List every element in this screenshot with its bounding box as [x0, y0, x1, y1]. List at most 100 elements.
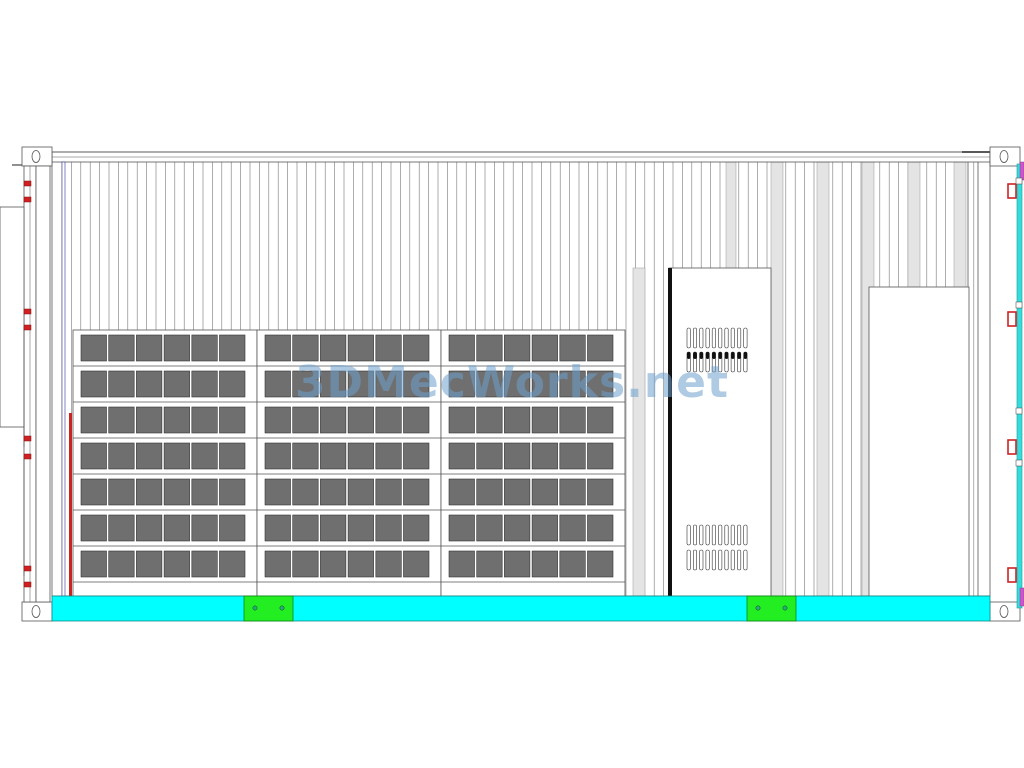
panel-box: [868, 286, 970, 597]
battery-module: [559, 514, 586, 542]
battery-module: [448, 442, 475, 470]
battery-module: [476, 550, 503, 578]
forklift-pocket: [746, 595, 797, 622]
battery-module: [375, 478, 402, 506]
cabinet-body: [668, 267, 772, 597]
vent-slot: [686, 524, 691, 546]
hinge: [1007, 311, 1017, 327]
battery-module: [80, 442, 107, 470]
pocket-bolt: [252, 605, 258, 611]
battery-module: [191, 442, 218, 470]
battery-racks: [69, 329, 626, 597]
battery-module: [375, 406, 402, 434]
corner-casting-hole: [31, 150, 41, 163]
battery-module: [587, 550, 614, 578]
hinge: [1007, 567, 1017, 583]
vent-slot-dark: [743, 352, 748, 359]
door-lock-keeper: [1015, 177, 1023, 185]
battery-module: [531, 514, 558, 542]
battery-module: [264, 406, 291, 434]
battery-module: [587, 514, 614, 542]
battery-module: [559, 550, 586, 578]
battery-module: [108, 478, 135, 506]
battery-module: [80, 406, 107, 434]
battery-module: [403, 334, 430, 362]
vent-slot-dark: [718, 352, 722, 359]
corner-casting-hole: [999, 150, 1009, 163]
battery-module: [375, 334, 402, 362]
battery-module: [219, 550, 246, 578]
battery-module: [448, 550, 475, 578]
forklift-pocket: [243, 595, 294, 622]
door-post: [35, 165, 51, 603]
battery-module: [264, 478, 291, 506]
battery-module: [347, 514, 374, 542]
vent-slot-dark: [712, 352, 716, 359]
pocket-bolt: [279, 605, 285, 611]
battery-module: [476, 406, 503, 434]
battery-module: [136, 514, 163, 542]
battery-module: [292, 334, 319, 362]
inner-post: [61, 161, 66, 597]
battery-module: [264, 442, 291, 470]
battery-module: [219, 442, 246, 470]
vent-slot-dark: [705, 352, 710, 359]
battery-module: [320, 406, 347, 434]
battery-module: [587, 334, 614, 362]
battery-module: [163, 406, 190, 434]
battery-module: [587, 406, 614, 434]
vent-slot-dark: [737, 352, 741, 359]
vent-slot: [730, 549, 735, 571]
battery-module: [320, 334, 347, 362]
battery-module: [136, 550, 163, 578]
battery-module: [163, 334, 190, 362]
battery-module: [163, 478, 190, 506]
hinge: [23, 196, 32, 203]
vent-slot: [718, 327, 723, 349]
battery-module: [191, 370, 218, 398]
battery-module: [80, 550, 107, 578]
battery-module: [559, 478, 586, 506]
battery-module: [136, 442, 163, 470]
door-lock-keeper: [1015, 407, 1023, 415]
battery-module: [476, 514, 503, 542]
vent-slot-dark: [687, 352, 691, 359]
corner-casting-hole: [999, 605, 1009, 618]
battery-module: [559, 442, 586, 470]
battery-module: [292, 514, 319, 542]
vent-slot: [743, 327, 748, 349]
battery-module: [347, 406, 374, 434]
battery-module: [504, 334, 531, 362]
battery-module: [108, 370, 135, 398]
battery-module: [403, 478, 430, 506]
battery-module: [448, 334, 475, 362]
battery-module: [587, 442, 614, 470]
battery-module: [448, 514, 475, 542]
pocket-bolt: [782, 605, 788, 611]
battery-module: [531, 442, 558, 470]
battery-module: [163, 550, 190, 578]
door-handle: [1019, 587, 1024, 607]
battery-module: [403, 550, 430, 578]
vent-slot: [686, 327, 691, 349]
hinge: [1007, 183, 1017, 199]
battery-module: [320, 370, 347, 398]
hinge: [1007, 439, 1017, 455]
battery-module: [347, 334, 374, 362]
hinge: [23, 308, 32, 315]
battery-module: [80, 370, 107, 398]
hinge: [23, 581, 32, 588]
vent-slot: [737, 524, 742, 546]
vent-slot: [686, 549, 691, 571]
battery-module: [559, 406, 586, 434]
battery-module: [476, 442, 503, 470]
vent-slot: [737, 327, 742, 349]
hinge: [23, 453, 32, 460]
battery-module: [587, 478, 614, 506]
battery-module: [219, 478, 246, 506]
hinge: [23, 180, 32, 187]
battery-module: [448, 370, 475, 398]
electrical-cabinet: [668, 267, 772, 597]
battery-module: [219, 514, 246, 542]
vent-slot: [743, 549, 748, 571]
